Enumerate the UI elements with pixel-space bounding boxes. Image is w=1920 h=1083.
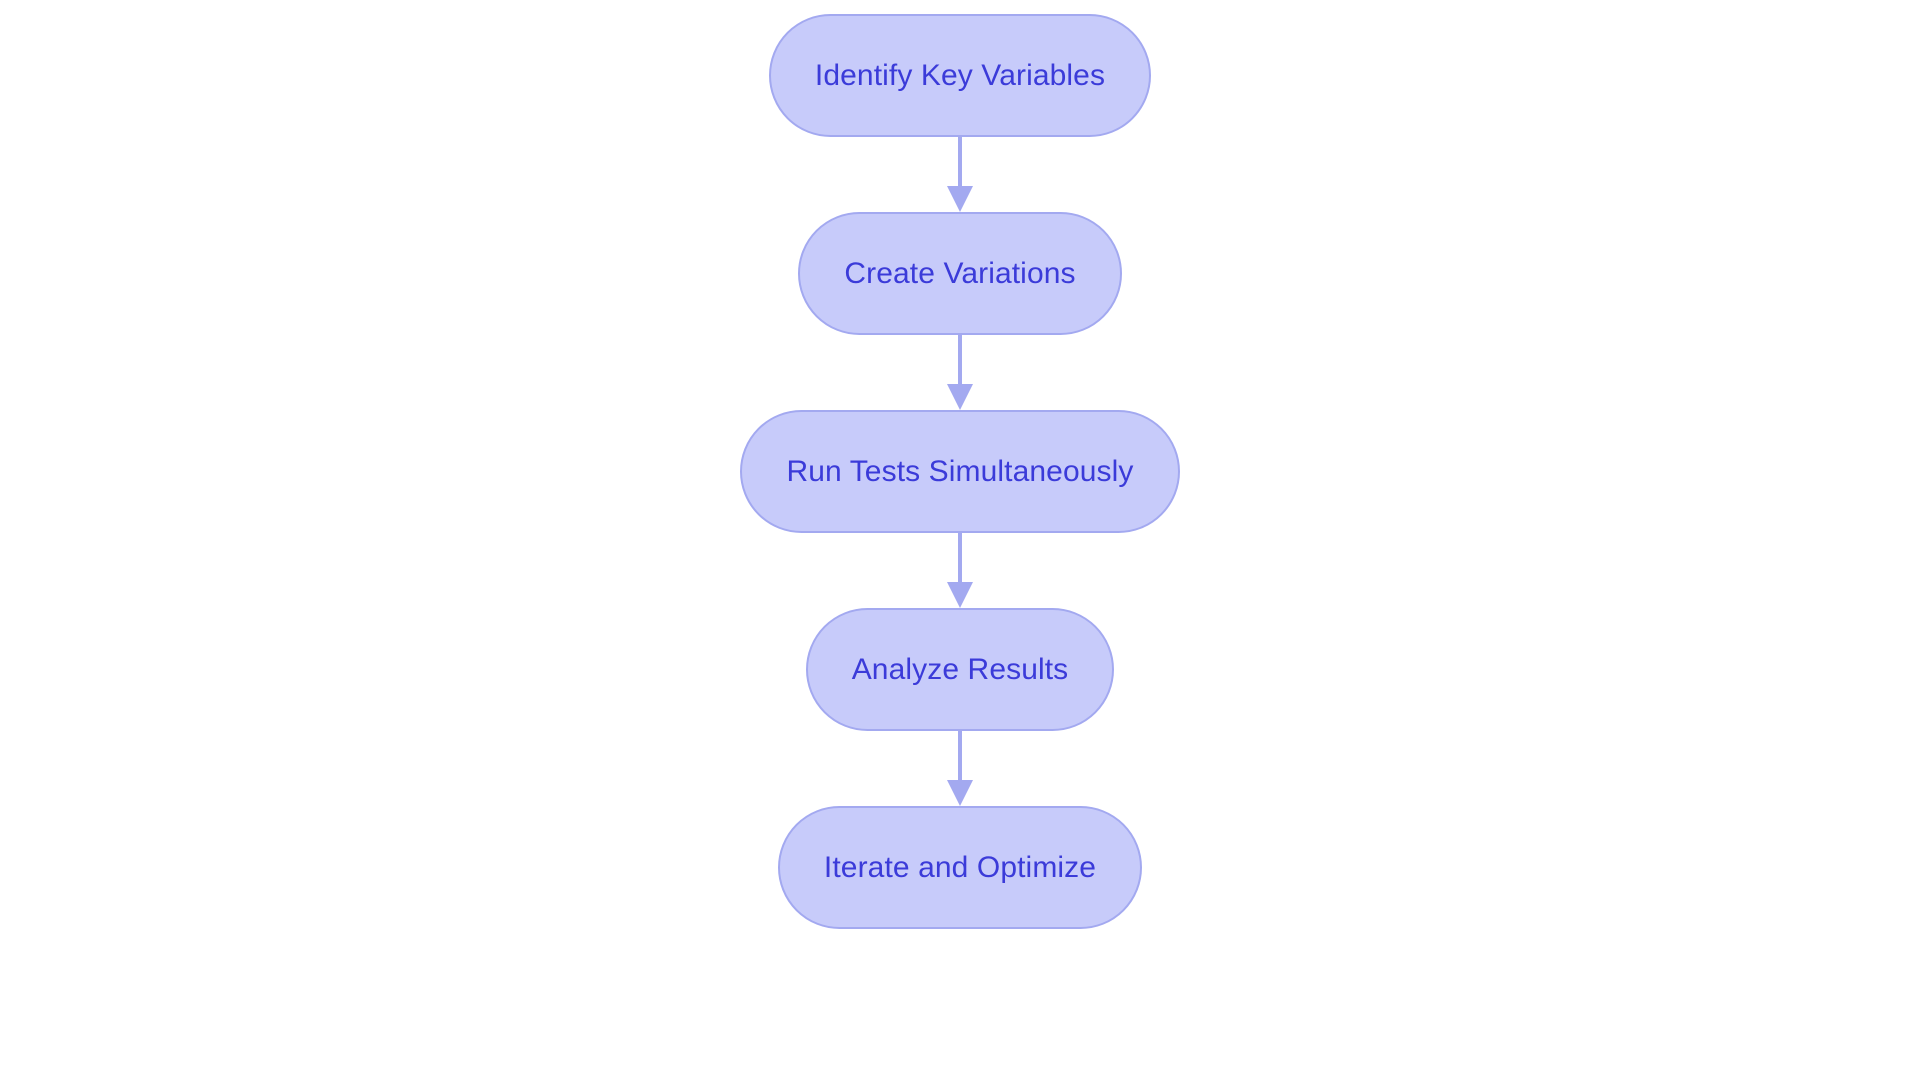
flow-connector-1 xyxy=(947,137,973,212)
flow-node-label: Identify Key Variables xyxy=(814,58,1106,92)
flow-node-run-tests-simultaneously[interactable]: Run Tests Simultaneously xyxy=(740,410,1180,533)
flow-node-label: Run Tests Simultaneously xyxy=(786,454,1134,488)
connector-line xyxy=(958,731,962,780)
flow-node-label: Iterate and Optimize xyxy=(823,850,1097,884)
flow-node-iterate-and-optimize[interactable]: Iterate and Optimize xyxy=(777,806,1143,929)
connector-line xyxy=(958,335,962,384)
flow-node-label: Create Variations xyxy=(844,256,1076,290)
down-arrow-icon xyxy=(947,582,973,608)
down-arrow-icon xyxy=(947,384,973,410)
flow-node-create-variations[interactable]: Create Variations xyxy=(798,212,1122,335)
flow-connector-2 xyxy=(947,335,973,410)
flow-node-analyze-results[interactable]: Analyze Results xyxy=(805,608,1115,731)
connector-line xyxy=(958,533,962,582)
flowchart-node-chain: Identify Key Variables Create Variations… xyxy=(0,14,1920,929)
down-arrow-icon xyxy=(947,186,973,212)
flow-node-label: Analyze Results xyxy=(851,652,1069,686)
flow-connector-3 xyxy=(947,533,973,608)
connector-line xyxy=(958,137,962,186)
flow-node-identify-key-variables[interactable]: Identify Key Variables xyxy=(768,14,1152,137)
flow-connector-4 xyxy=(947,731,973,806)
down-arrow-icon xyxy=(947,780,973,806)
